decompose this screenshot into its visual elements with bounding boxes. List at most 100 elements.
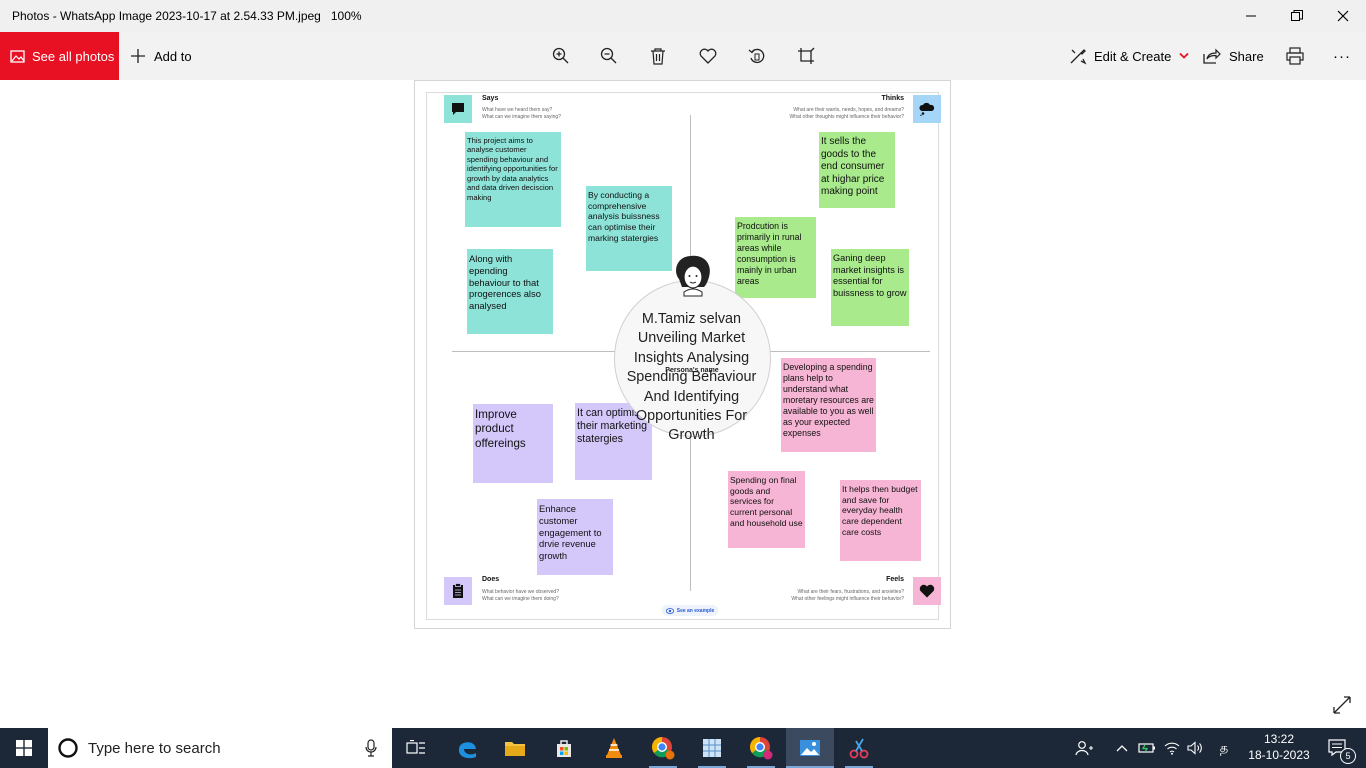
see-all-photos-label: See all photos <box>32 48 115 64</box>
share-button[interactable]: Share <box>1203 32 1264 80</box>
close-icon <box>1337 10 1349 22</box>
task-view-button[interactable] <box>392 728 440 768</box>
sticky-note-thinks-2: Prodcution is primarily in runal areas w… <box>735 217 816 298</box>
sticky-note-feels-3: It helps then budget and save for everyd… <box>840 480 921 561</box>
restore-button[interactable] <box>1274 0 1320 32</box>
add-to-label: Add to <box>154 48 192 64</box>
close-button[interactable] <box>1320 0 1366 32</box>
notification-icon <box>1328 739 1346 757</box>
restore-icon <box>1291 10 1303 21</box>
taskbar-snip-sketch[interactable] <box>835 728 883 768</box>
says-sub1: What have we heard them say? <box>482 107 553 113</box>
show-hidden-icons-button[interactable] <box>1110 728 1134 768</box>
feels-sub2: What other feelings might influence thei… <box>791 595 904 602</box>
people-icon <box>1075 741 1093 756</box>
add-to-button[interactable]: Add to <box>130 32 192 80</box>
network-button[interactable] <box>1160 728 1184 768</box>
sticky-note-thinks-3: Ganing deep market insights is essential… <box>831 249 909 326</box>
rotate-icon <box>748 48 765 64</box>
printer-icon <box>1286 47 1304 65</box>
eye-icon <box>665 607 674 614</box>
battery-icon <box>1138 743 1155 753</box>
taskbar-photos-active[interactable] <box>786 728 834 768</box>
minimize-button[interactable] <box>1228 0 1274 32</box>
zoom-in-button[interactable] <box>549 44 573 68</box>
does-badge <box>444 577 472 605</box>
taskbar-chrome-profile-s[interactable] <box>737 728 785 768</box>
taskbar-vlc[interactable] <box>590 728 638 768</box>
chevron-up-icon <box>1116 745 1128 752</box>
start-button[interactable] <box>0 728 48 768</box>
volume-button[interactable] <box>1184 728 1208 768</box>
see-example-button[interactable]: See an example <box>662 605 718 616</box>
thought-cloud-icon <box>919 102 935 116</box>
vlc-cone-icon <box>606 738 622 758</box>
folder-icon <box>505 742 525 756</box>
persona-name-placeholder: Persona's name <box>665 367 719 374</box>
favorite-button[interactable] <box>696 44 720 68</box>
feels-subtitle: What are their fears, frustrations, and … <box>704 589 904 602</box>
says-sub2: What can we imagine them saying? <box>482 113 561 120</box>
rotate-button[interactable] <box>745 44 769 68</box>
does-subtitle: What behavior have we observed?What can … <box>482 589 559 602</box>
input-language-label: த <box>1219 739 1229 755</box>
taskbar-store[interactable] <box>540 728 588 768</box>
thinks-sub2: What other thoughts might influence thei… <box>789 113 904 120</box>
see-all-photos-button[interactable]: See all photos <box>0 32 119 80</box>
says-subtitle: What have we heard them say?What can we … <box>482 107 561 120</box>
input-language-button[interactable]: த <box>1210 728 1238 768</box>
running-indicator <box>786 766 834 768</box>
does-sub2: What can we imagine them doing? <box>482 595 559 602</box>
taskbar-edge[interactable] <box>443 728 491 768</box>
sticky-note-does-3: Enhance customer engagement to drvie rev… <box>537 499 613 575</box>
delete-button[interactable] <box>646 44 670 68</box>
crop-icon <box>798 47 815 64</box>
task-view-icon <box>406 740 425 754</box>
crop-button[interactable] <box>794 44 818 68</box>
taskbar-search-box[interactable]: Type here to search <box>48 728 392 768</box>
clock[interactable]: 13:22 18-10-2023 <box>1240 731 1318 765</box>
taskbar-file-explorer[interactable] <box>491 728 539 768</box>
sticky-note-does-1: Improve product offereings <box>473 404 553 483</box>
print-button[interactable] <box>1283 44 1307 68</box>
photos-toolbar: See all photos Add to Edit & Create Shar… <box>0 32 1366 80</box>
title-bar: Photos - WhatsApp Image 2023-10-17 at 2.… <box>0 0 1366 32</box>
thinks-sub1: What are their wants, needs, hopes, and … <box>793 107 904 113</box>
photos-icon <box>10 50 25 63</box>
battery-button[interactable] <box>1134 728 1160 768</box>
store-icon <box>557 740 571 757</box>
persona-avatar-icon <box>676 255 710 297</box>
chrome-icon <box>652 737 675 760</box>
sticky-note-feels-2: Spending on final goods and services for… <box>728 471 805 548</box>
edit-icon <box>1070 49 1087 65</box>
sticky-note-feels-1: Developing a spending plans help to unde… <box>781 358 876 452</box>
share-label: Share <box>1229 48 1264 64</box>
fullscreen-button[interactable] <box>1330 693 1354 717</box>
window-title-text: Photos - WhatsApp Image 2023-10-17 at 2.… <box>12 9 321 23</box>
feels-sub1: What are their fears, frustrations, and … <box>797 589 904 595</box>
share-icon <box>1203 48 1221 64</box>
microphone-icon <box>365 739 377 757</box>
more-options-button[interactable]: ··· <box>1333 32 1351 80</box>
zoom-out-button[interactable] <box>597 44 621 68</box>
running-indicator <box>649 766 677 768</box>
edit-create-button[interactable]: Edit & Create <box>1069 32 1189 80</box>
taskbar-snipping-app[interactable] <box>688 728 736 768</box>
running-indicator <box>698 766 726 768</box>
says-badge <box>444 95 472 123</box>
minimize-icon <box>1246 15 1256 17</box>
chrome-icon <box>750 737 773 760</box>
more-options-icon: ··· <box>1333 47 1351 65</box>
action-center-button[interactable]: 5 <box>1318 728 1358 768</box>
edge-icon <box>458 742 476 759</box>
window-title: Photos - WhatsApp Image 2023-10-17 at 2.… <box>12 9 362 23</box>
says-title: Says <box>482 95 499 102</box>
zoom-out-icon <box>600 47 617 64</box>
thinks-badge <box>913 95 941 123</box>
sticky-note-says-2: By conducting a comprehensive analysis b… <box>586 186 672 271</box>
taskbar-chrome-profile-p[interactable] <box>639 728 687 768</box>
running-indicator <box>845 766 873 768</box>
windows-logo-icon <box>16 740 32 756</box>
people-button[interactable] <box>1064 728 1104 768</box>
sticky-note-says-3: Along with epending behaviour to that pr… <box>467 249 553 334</box>
